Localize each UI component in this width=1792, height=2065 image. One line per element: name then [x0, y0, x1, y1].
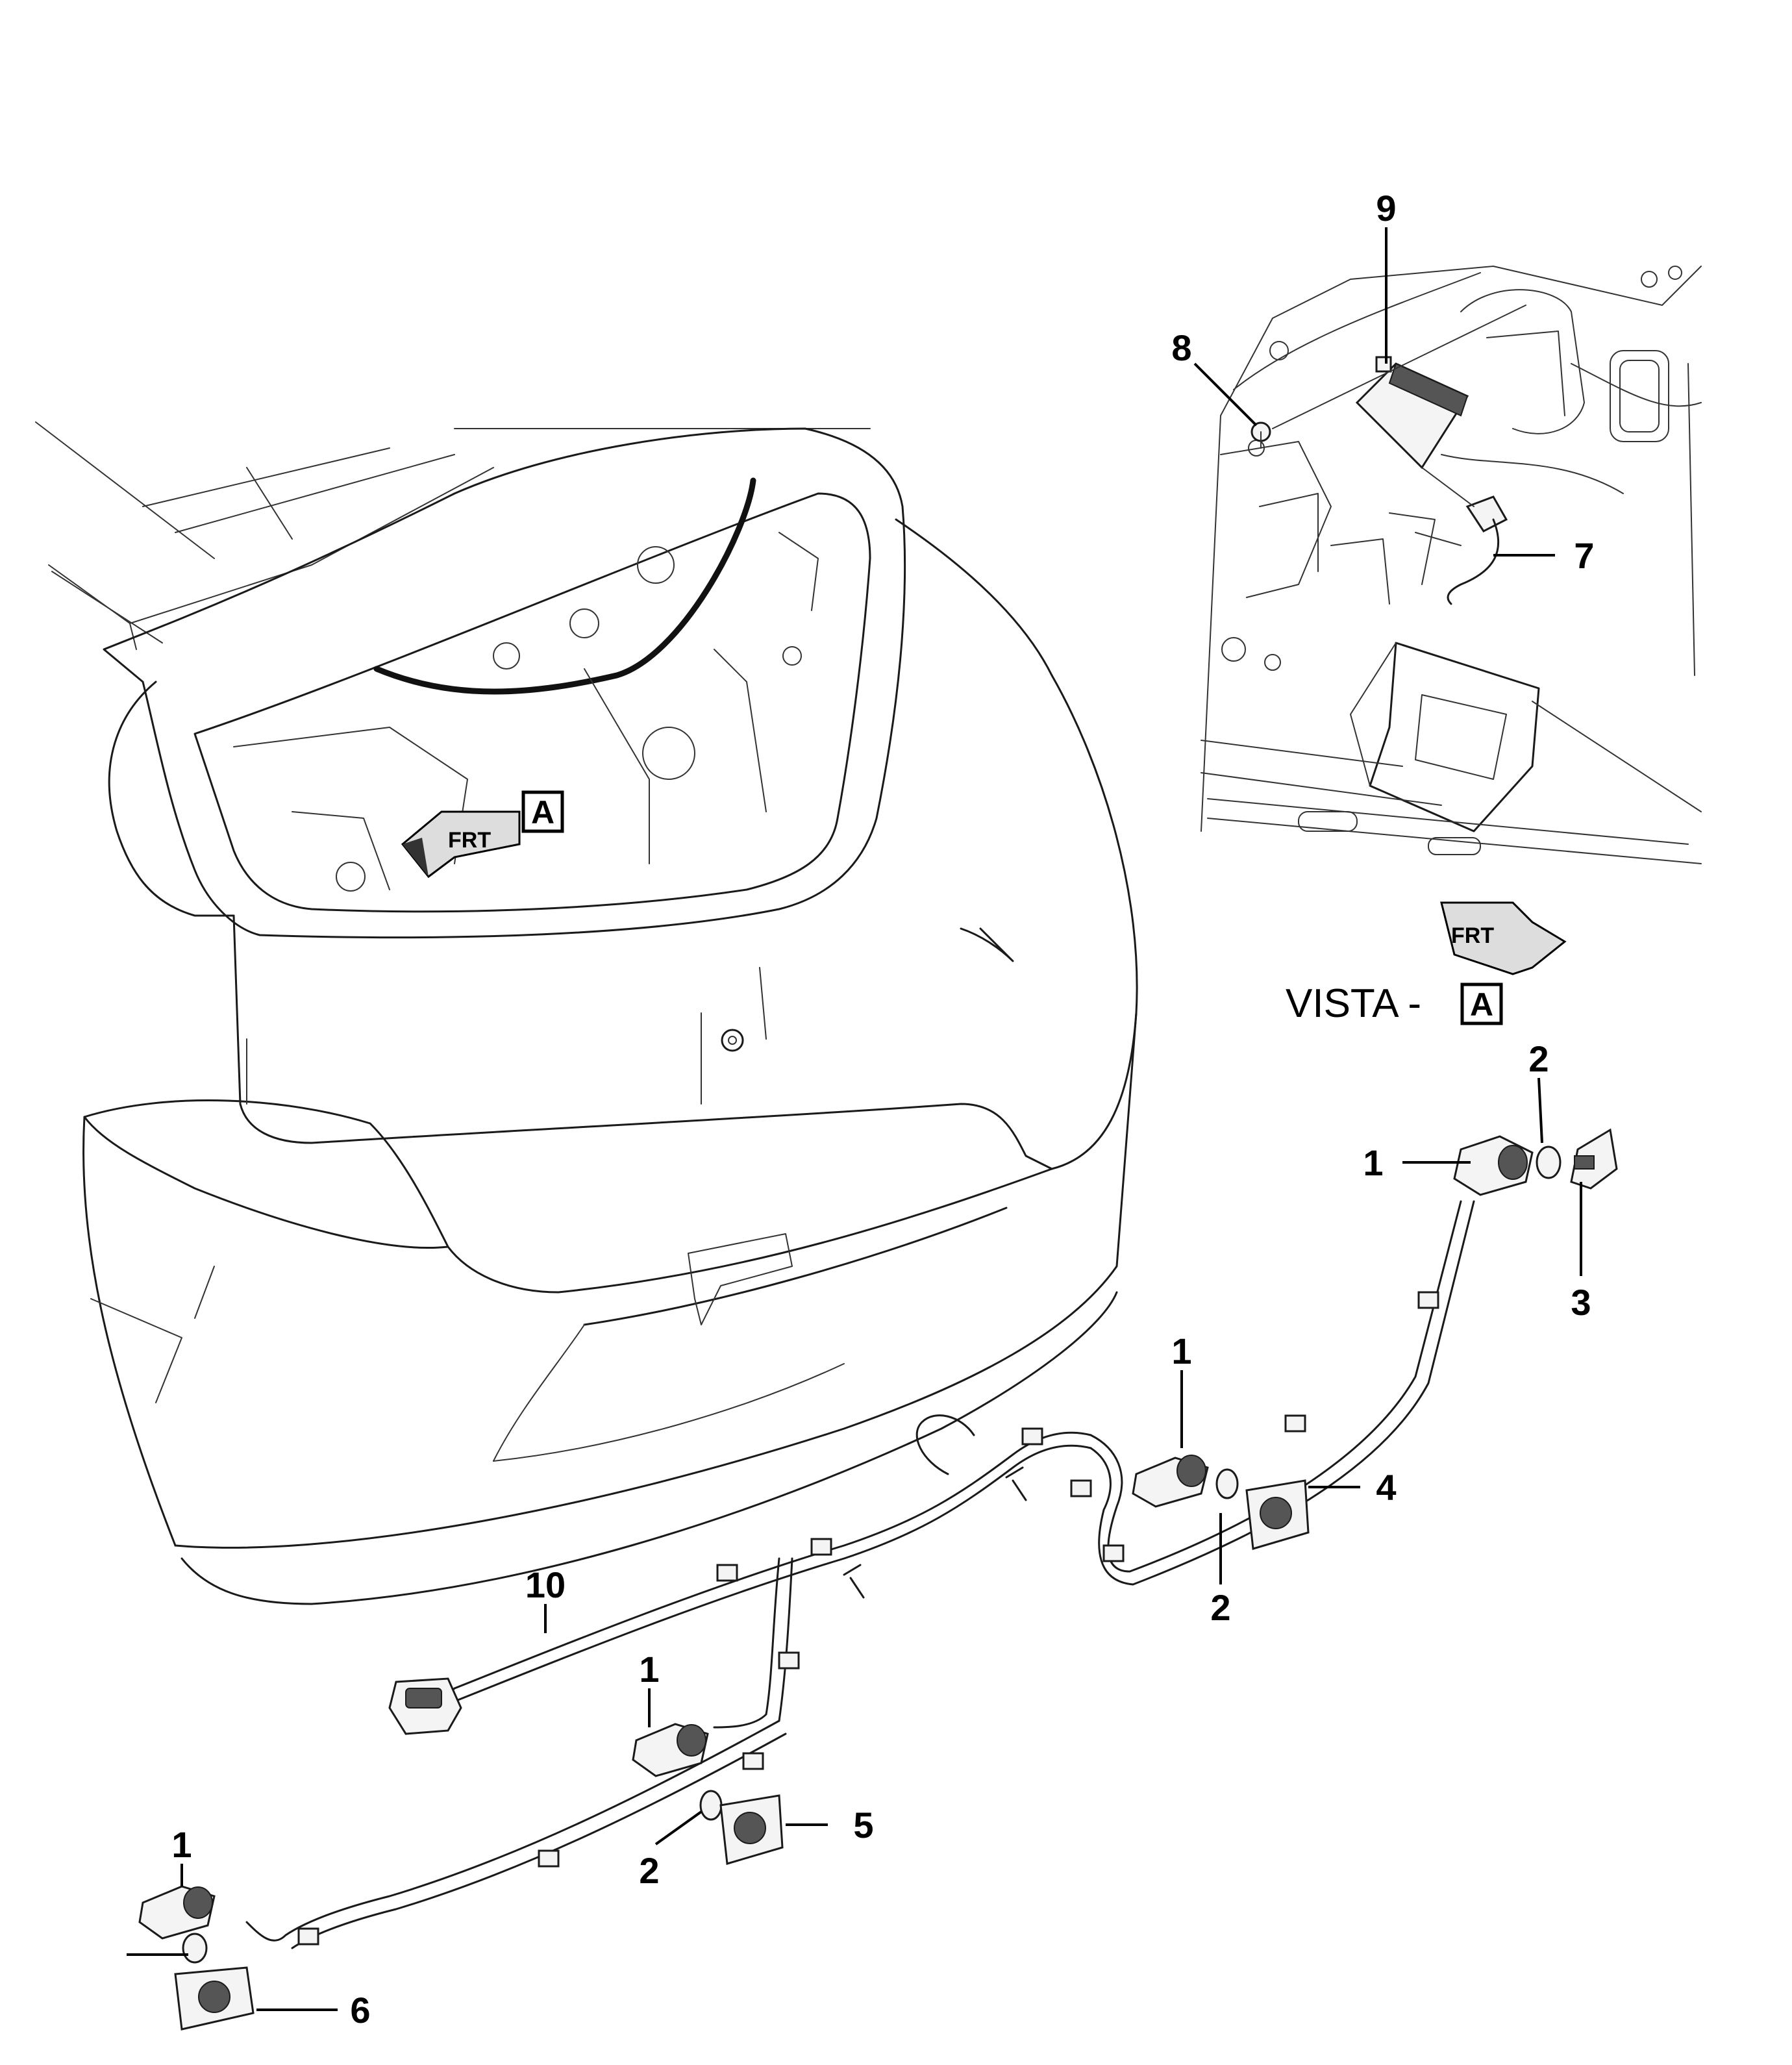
- view-a-caption: FRT VISTA - A: [1286, 901, 1567, 1026]
- callout-2-mid: 2: [1210, 1587, 1230, 1628]
- callout-1-mid: 1: [1171, 1331, 1191, 1371]
- callout-3: 3: [1571, 1282, 1591, 1323]
- callout-2-top: 2: [1528, 1038, 1549, 1079]
- view-marker-letter: A: [531, 794, 554, 831]
- callout-7: 7: [1574, 535, 1594, 576]
- callout-1-low: 1: [639, 1649, 659, 1690]
- view-marker-a: FRT A: [401, 790, 564, 879]
- vista-letter: A: [1470, 986, 1493, 1023]
- callout-2-low: 2: [639, 1850, 659, 1891]
- sensor-harness: [138, 1128, 1618, 2031]
- callout-10: 10: [525, 1564, 566, 1605]
- callout-6: 6: [350, 1990, 370, 2031]
- vista-caption: VISTA -: [1286, 981, 1421, 1026]
- callout-5: 5: [853, 1805, 873, 1846]
- callout-9: 9: [1376, 188, 1396, 229]
- frt-label-inset: FRT: [1451, 923, 1494, 948]
- callout-8: 8: [1171, 327, 1191, 368]
- frt-arrow-inset-icon: [1440, 901, 1567, 975]
- leader-lines: [127, 227, 1582, 2011]
- callout-4: 4: [1376, 1467, 1396, 1508]
- vehicle-rear-body: [35, 421, 1138, 1605]
- callout-1-left: 1: [171, 1824, 192, 1865]
- view-a-inset: [1201, 266, 1702, 864]
- callout-labels: 9 8 7 2 1 3 1 4 2 10 1 5 2 1 6: [171, 188, 1594, 2031]
- frt-label-main: FRT: [448, 828, 491, 853]
- callout-1-top: 1: [1363, 1142, 1383, 1183]
